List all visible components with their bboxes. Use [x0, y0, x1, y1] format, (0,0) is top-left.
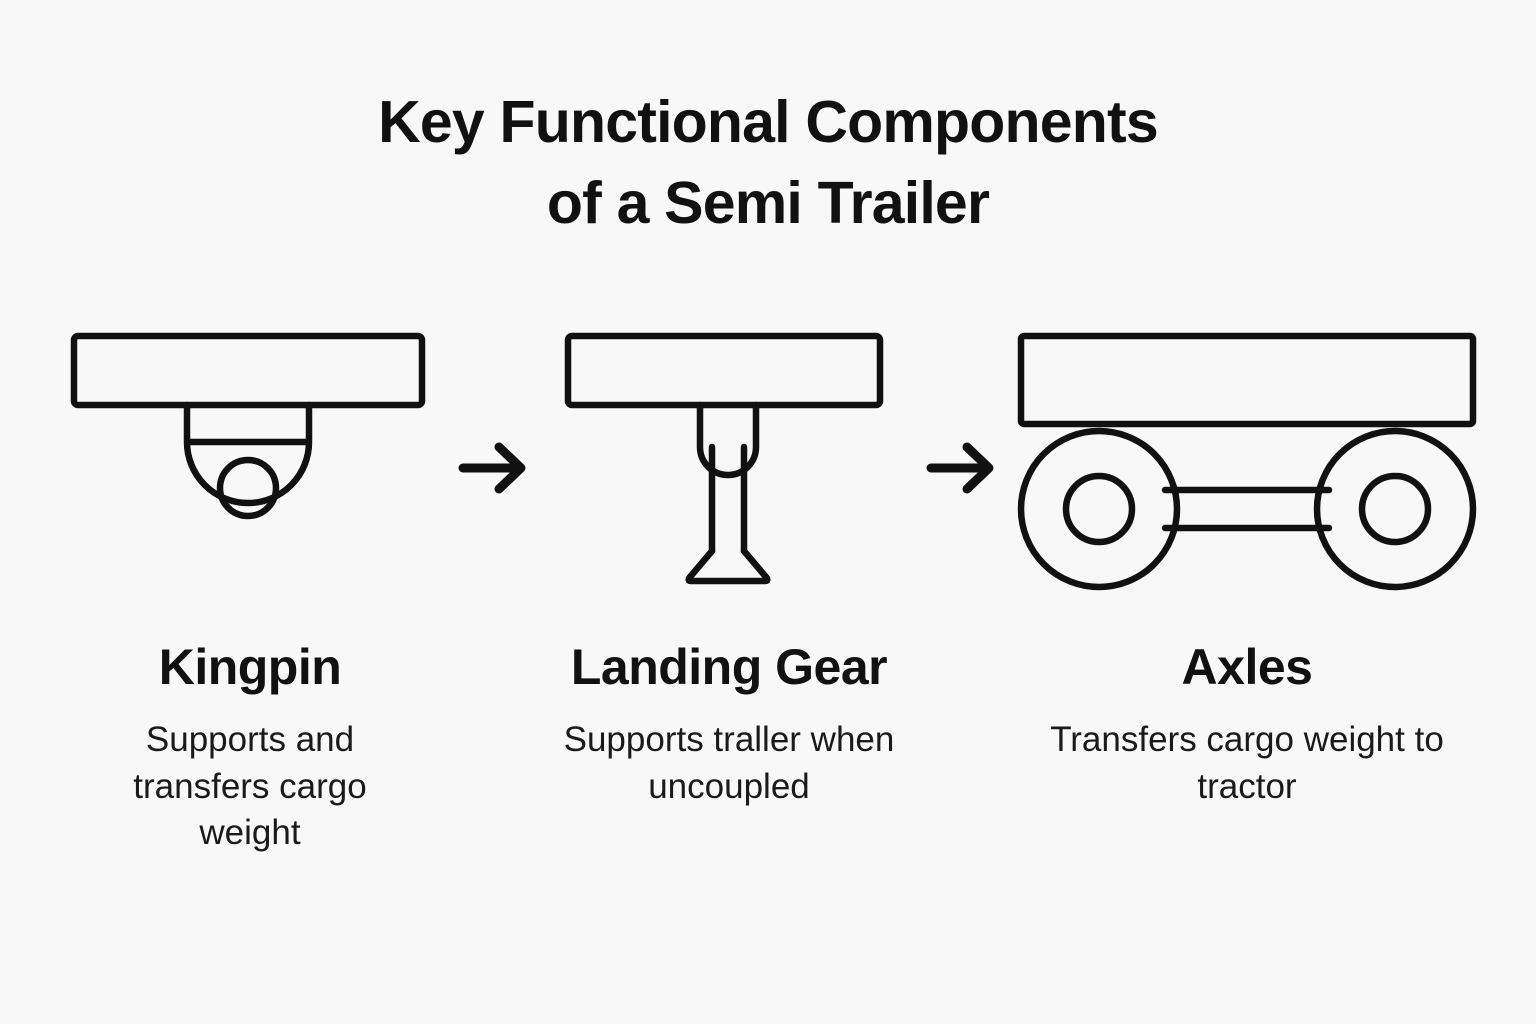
landing-gear-icon — [564, 332, 884, 585]
panel-description-landing-gear: Supports traller when uncoupled — [563, 720, 895, 806]
page-title: Key Functional Components of a Semi Trai… — [0, 82, 1536, 245]
panel-heading-landing-gear: Landing Gear — [570, 639, 888, 695]
components-row: Kingpin Supports and transfers cargo wei… — [0, 318, 1536, 857]
component-panel-kingpin: Kingpin Supports and transfers cargo wei… — [54, 318, 446, 857]
arrow-right-icon — [926, 442, 994, 494]
kingpin-icon — [70, 332, 426, 520]
axles-icon — [1017, 332, 1477, 591]
panel-description-kingpin: Supports and transfers cargo weight — [133, 720, 367, 853]
page-title-line-1: Key Functional Components — [378, 89, 1159, 155]
axles-icon-wrap — [1017, 318, 1477, 618]
landing-gear-icon-wrap — [564, 318, 894, 618]
panel-heading-kingpin: Kingpin — [158, 639, 342, 695]
kingpin-icon-wrap — [70, 318, 430, 618]
connector-arrow-1-wrap — [446, 318, 544, 618]
connector-arrow-2-wrap — [914, 318, 1012, 618]
panel-description-axles: Transfers cargo weight to tractor — [1050, 720, 1444, 806]
arrow-right-icon — [458, 442, 526, 494]
panel-heading-axles: Axles — [1181, 639, 1313, 695]
component-panel-landing-gear: Landing Gear Supports traller when uncou… — [544, 318, 914, 810]
component-panel-axles: Axles Transfers cargo weight to tractor — [1012, 318, 1482, 810]
page-title-line-2: of a Semi Trailer — [546, 170, 990, 237]
